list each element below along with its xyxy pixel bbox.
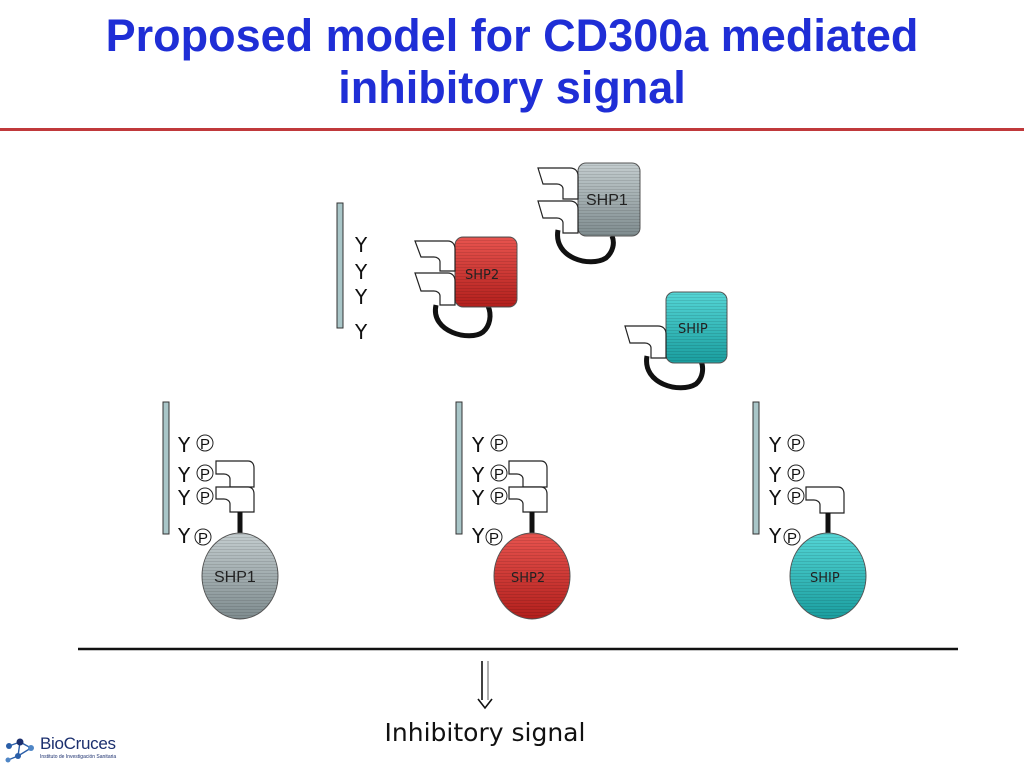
complex-shp1: Y P Y P Y P Y P SHP1 — [162, 401, 279, 620]
sh2-domain — [805, 486, 845, 514]
receptor-membrane-bar — [336, 202, 344, 329]
tyrosine-label: Y — [471, 433, 485, 457]
sh2-domain — [537, 167, 579, 200]
phospho-circle — [783, 528, 801, 546]
sh2-domain — [624, 325, 667, 359]
complex-ship: Y P Y P Y P Y P SHIP — [752, 401, 867, 620]
phospho-label: P — [494, 489, 504, 506]
slide-title: Proposed model for CD300a mediated inhib… — [0, 10, 1024, 114]
tyrosine-label: Y — [471, 486, 485, 510]
phospho-label: P — [791, 489, 801, 506]
tyrosine-label: Y — [768, 463, 782, 487]
down-arrow-icon — [477, 661, 493, 710]
shp1-label: SHP1 — [214, 569, 256, 586]
tyrosine-label: Y — [768, 486, 782, 510]
tyrosine-label: Y — [354, 260, 368, 284]
ship-free: SHIP — [624, 291, 728, 391]
sh2-domain — [537, 200, 579, 234]
inhibitory-signal-label: Inhibitory signal — [384, 718, 586, 747]
biocruces-logo: BioCruces Instituto de Investigación San… — [4, 732, 124, 766]
phospho-circle — [196, 487, 214, 505]
sh2-domain — [414, 272, 456, 306]
ship-label: SHIP — [810, 571, 840, 586]
phospho-label: P — [791, 466, 801, 483]
slide-title-line-2: inhibitory signal — [338, 62, 686, 113]
tyrosine-label: Y — [177, 433, 191, 457]
complex-shp2: Y P Y P Y P Y P SHP2 — [455, 401, 571, 620]
phospho-label: P — [489, 530, 499, 547]
tyrosine-label: Y — [354, 285, 368, 309]
phospho-circle — [485, 528, 503, 546]
phospho-circle — [490, 434, 508, 452]
receptor-membrane-bar — [162, 401, 170, 535]
phospho-circle — [787, 464, 805, 482]
title-divider — [0, 128, 1024, 131]
phospho-label: P — [198, 530, 208, 547]
ship-label: SHIP — [678, 322, 708, 337]
phospho-circle — [490, 487, 508, 505]
shp1-free: SHP1 — [537, 162, 641, 265]
tyrosine-label: Y — [177, 463, 191, 487]
phospho-circle — [787, 434, 805, 452]
phospho-circle — [196, 464, 214, 482]
tyrosine-label: Y — [177, 524, 191, 548]
phospho-circle — [490, 464, 508, 482]
tyrosine-label: Y — [471, 524, 485, 548]
slide-title-line-1: Proposed model for CD300a mediated — [105, 10, 919, 61]
shp2-label: SHP2 — [465, 268, 499, 283]
tyrosine-label: Y — [768, 524, 782, 548]
phospho-circle — [787, 487, 805, 505]
linker — [433, 304, 493, 339]
phospho-label: P — [200, 436, 210, 453]
receptor-unphosphorylated: Y Y Y Y — [336, 202, 368, 344]
tyrosine-label: Y — [471, 463, 485, 487]
molecule-logo-icon — [5, 738, 34, 763]
phospho-circle — [194, 528, 212, 546]
phospho-circle — [196, 434, 214, 452]
phospho-label: P — [494, 466, 504, 483]
linker — [644, 355, 706, 391]
sh2-domain — [508, 460, 548, 488]
sh2-domain — [508, 486, 548, 513]
tyrosine-label: Y — [354, 320, 368, 344]
logo-tagline: Instituto de Investigación Sanitaria — [40, 754, 117, 760]
sh2-domain — [215, 460, 255, 488]
tyrosine-label: Y — [177, 486, 191, 510]
shp1-label: SHP1 — [586, 192, 628, 209]
receptor-membrane-bar — [752, 401, 760, 535]
tyrosine-label: Y — [768, 433, 782, 457]
phospho-label: P — [200, 466, 210, 483]
phospho-label: P — [787, 530, 797, 547]
logo-name: BioCruces — [40, 734, 116, 753]
phospho-label: P — [791, 436, 801, 453]
sh2-domain — [414, 240, 456, 272]
phospho-label: P — [494, 436, 504, 453]
receptor-membrane-bar — [455, 401, 463, 535]
shp2-label: SHP2 — [511, 571, 545, 586]
sh2-domain — [215, 486, 255, 513]
tyrosine-label: Y — [354, 233, 368, 257]
shp2-free: SHP2 — [414, 236, 518, 339]
linker — [555, 229, 616, 265]
phospho-label: P — [200, 489, 210, 506]
